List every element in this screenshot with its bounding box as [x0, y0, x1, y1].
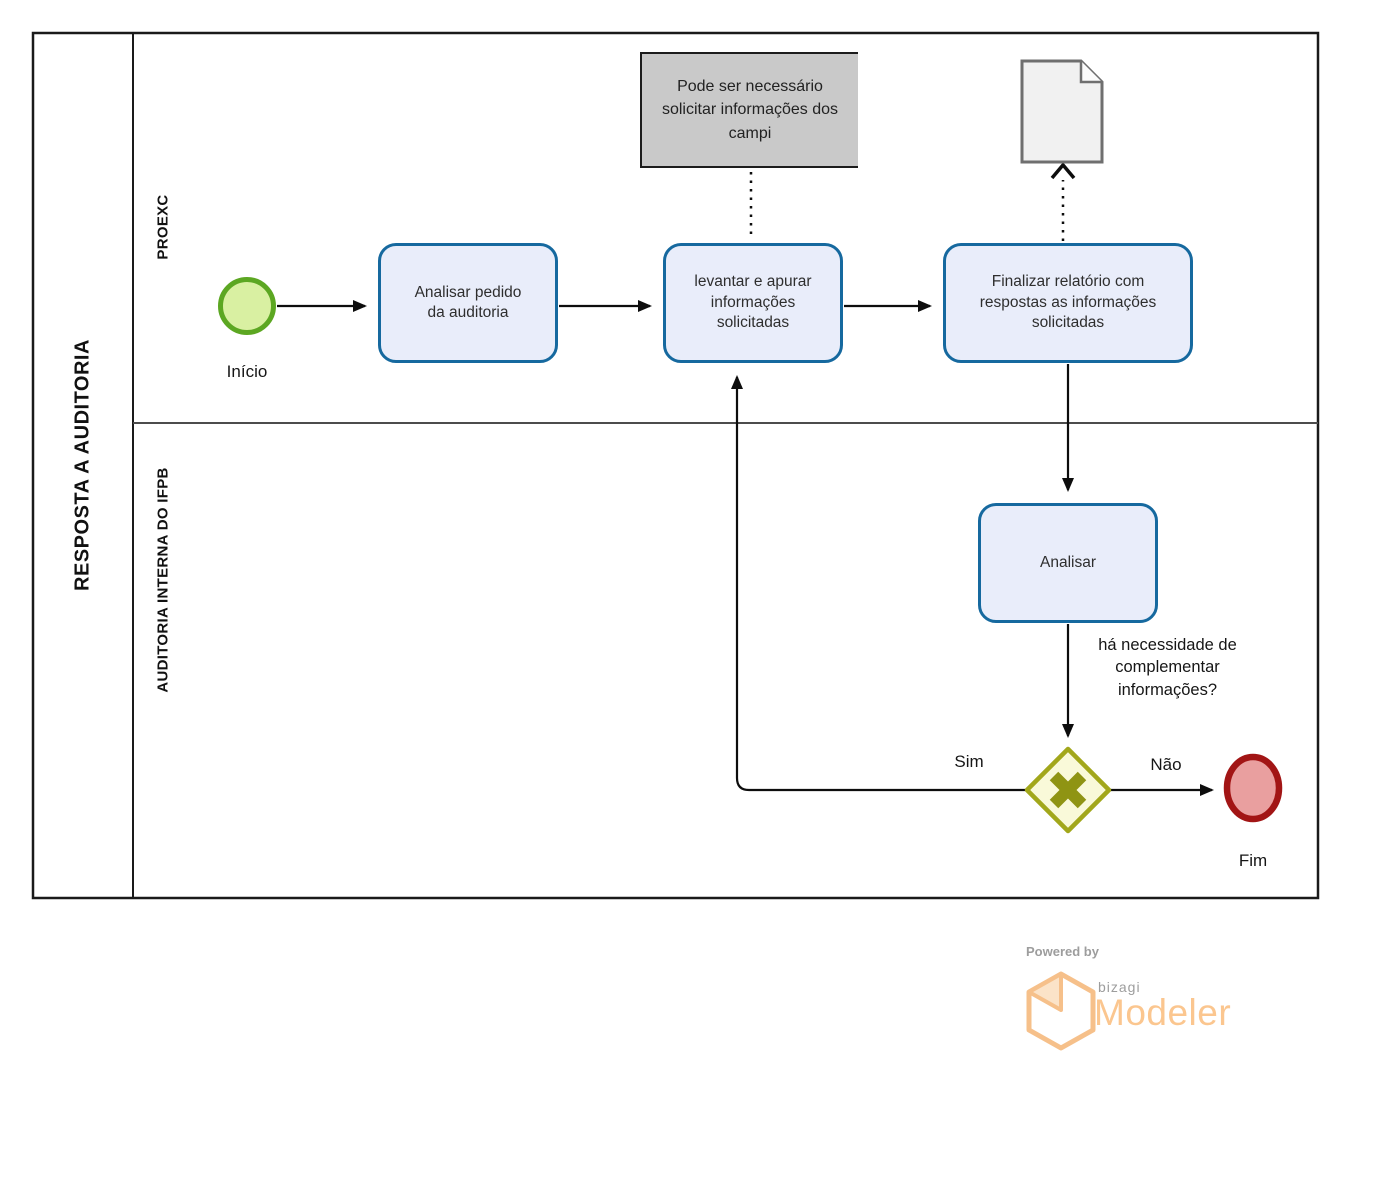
bizagi-logo-icon	[1026, 971, 1096, 1051]
task-analisar-pedido[interactable]: Analisar pedido da auditoria	[378, 243, 558, 363]
lane-label-auditoria-interna: AUDITORIA INTERNA DO IFPB	[154, 467, 172, 693]
start-event-label: Início	[226, 362, 268, 381]
association-open-arrowhead	[1050, 162, 1076, 180]
task-label: Analisar	[1040, 553, 1096, 571]
document-icon[interactable]	[1020, 59, 1104, 164]
exclusive-gateway[interactable]	[1024, 746, 1112, 834]
bizagi-brand-label: bizagi	[1098, 979, 1141, 995]
end-event-label: Fim	[1238, 851, 1268, 870]
flow-gateway-sim-to-levantar	[731, 375, 1028, 792]
nao-flow-label: Não	[1150, 755, 1182, 774]
pool-border	[31, 31, 1320, 900]
gateway-question-label: há necessidade de complementar informaçõ…	[1098, 636, 1237, 699]
modeler-product-label: Modeler	[1094, 992, 1232, 1033]
sim-flow-label: Sim	[954, 752, 984, 771]
task-analisar[interactable]: Analisar	[978, 503, 1158, 623]
text-annotation[interactable]: Pode ser necessário solicitar informaçõe…	[640, 52, 858, 168]
task-label: Finalizar relatório com respostas as inf…	[979, 273, 1157, 332]
powered-by-label: Powered by	[1026, 944, 1099, 959]
task-label: Analisar pedido da auditoria	[414, 283, 522, 321]
annotation-text: Pode ser necessário solicitar informaçõe…	[661, 78, 839, 142]
task-finalizar-relatorio[interactable]: Finalizar relatório com respostas as inf…	[943, 243, 1193, 363]
gateway-x-icon	[1049, 771, 1087, 809]
lane-label-proexc: PROEXC	[154, 194, 172, 260]
pool-title: RESPOSTA A AUDITORIA	[71, 339, 94, 591]
start-event[interactable]	[218, 277, 276, 335]
task-levantar-apurar[interactable]: levantar e apurar informações solicitada…	[663, 243, 843, 363]
task-label: levantar e apurar informações solicitada…	[694, 273, 812, 332]
end-event[interactable]	[1223, 753, 1283, 823]
